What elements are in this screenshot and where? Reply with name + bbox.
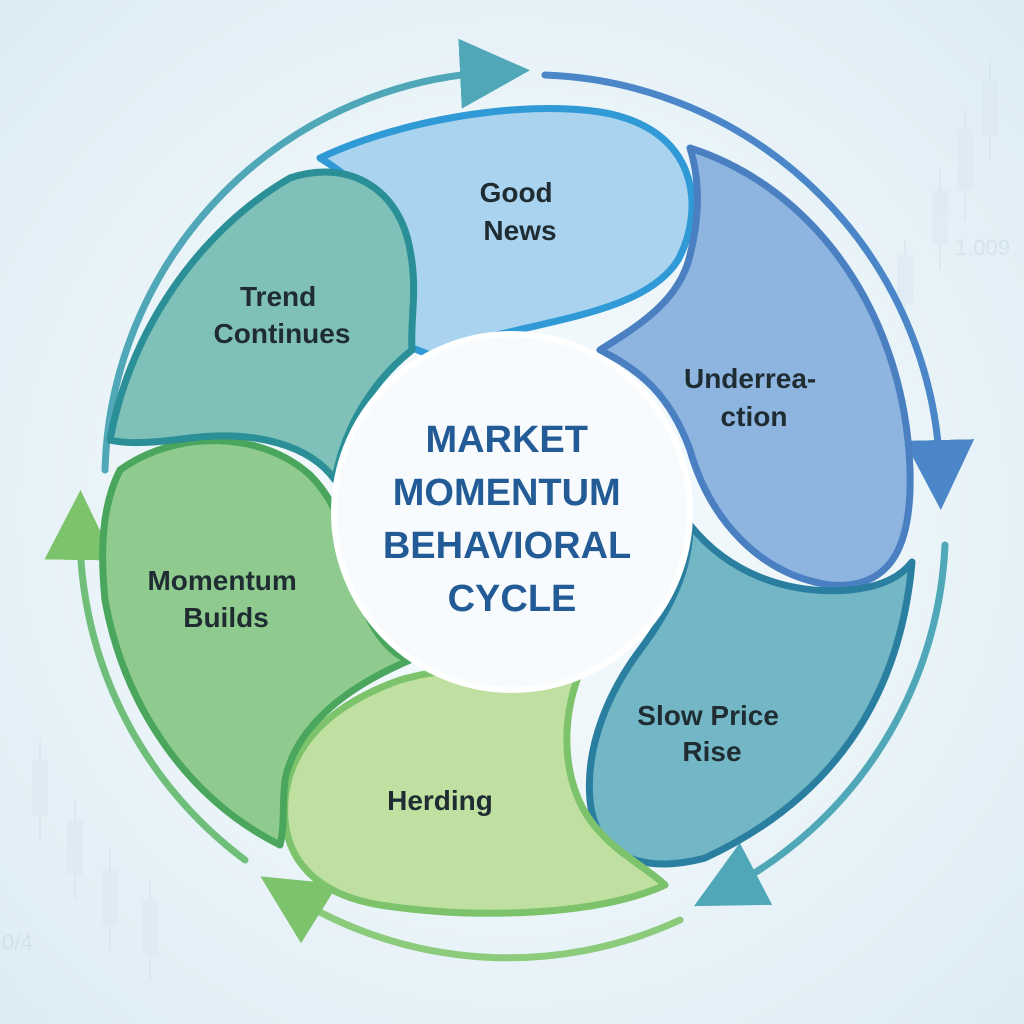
- segment-herding: Herding: [281, 664, 669, 917]
- center-hub: MARKET MOMENTUM BEHAVIORAL CYCLE: [331, 331, 693, 693]
- segment-underreaction-label: Underrea- ction: [684, 363, 824, 432]
- arrow-bottom-left: [44, 490, 249, 864]
- segment-trend-continues-shape: [106, 168, 418, 484]
- segment-momentum-builds-shape: [99, 437, 414, 849]
- segment-trend-continues-label: Trend Continues: [214, 281, 351, 349]
- background-decoration: 1.009 0/4: [2, 60, 1010, 980]
- background-number-bottom: 0/4: [2, 930, 33, 955]
- background-number-top: 1.009: [955, 235, 1010, 260]
- segment-momentum-builds: Momentum Builds: [99, 437, 414, 849]
- arrow-bottom-right: [693, 541, 949, 907]
- segment-underreaction-shape: [596, 144, 914, 589]
- arrow-top-right: [541, 71, 975, 510]
- segment-momentum-builds-label: Momentum Builds: [147, 565, 304, 633]
- segment-herding-shape: [281, 664, 669, 917]
- segment-trend-continues: Trend Continues: [106, 168, 418, 484]
- segment-slow-price-rise: Slow Price Rise: [585, 521, 916, 868]
- segment-good-news-label: Good News: [480, 177, 561, 246]
- center-title: MARKET MOMENTUM BEHAVIORAL CYCLE: [383, 419, 641, 620]
- segment-herding-label: Herding: [387, 785, 493, 816]
- arrow-top-left: [101, 38, 530, 474]
- center-circle: [331, 331, 693, 693]
- outer-cycle-arrows: [44, 38, 975, 962]
- cycle-segments: Good News Underrea- ction Slow Price Ris…: [99, 105, 916, 917]
- segment-slow-price-rise-label: Slow Price Rise: [637, 700, 786, 767]
- arrow-bottom: [260, 876, 684, 962]
- segment-slow-price-rise-shape: [585, 521, 916, 868]
- segment-underreaction: Underrea- ction: [596, 144, 914, 589]
